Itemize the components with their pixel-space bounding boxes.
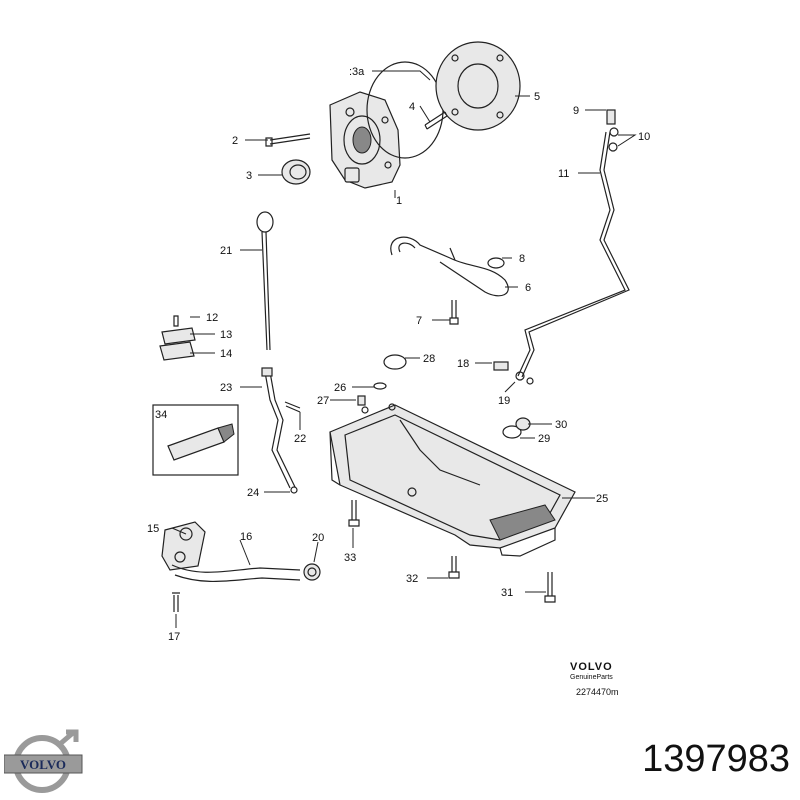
oil-pipe: [517, 131, 626, 377]
stud: [424, 111, 448, 130]
cover-plate: [435, 41, 521, 131]
callout-3: 3: [246, 170, 252, 182]
callout-7: 7: [416, 315, 422, 327]
callout-23: 23: [220, 382, 232, 394]
oil-pan-seal: [383, 354, 407, 370]
hose-bolt: [449, 300, 459, 325]
bolt: [265, 133, 311, 147]
callout-26: 26: [334, 382, 346, 394]
o-ring: [373, 382, 387, 390]
callout-17: 17: [168, 631, 180, 643]
callout-13: 13: [220, 329, 232, 341]
callout-16: 16: [240, 531, 252, 543]
pan-bolt-short: [448, 556, 460, 579]
callout-11: 11: [558, 168, 569, 180]
diagram-code: 2274470m: [576, 687, 619, 697]
callout-4: 4: [409, 101, 415, 113]
sealant-box: [152, 404, 239, 476]
banjo-fitting: [606, 109, 619, 152]
oil-pump-assembly: [329, 91, 401, 189]
callout-31: 31: [501, 587, 513, 599]
leader-lines: [171, 70, 637, 628]
callout-labels: 1 2 3 :3a 4 5 6 7 8 9 10 11 12 13 14 15 …: [147, 66, 650, 643]
pan-bolt: [348, 500, 360, 527]
oil-pan: [329, 403, 576, 557]
callout-9: 9: [573, 105, 579, 117]
callout-24: 24: [247, 487, 259, 499]
callout-21: 21: [220, 245, 232, 257]
callout-5: 5: [534, 91, 540, 103]
brand-subtitle: GenuineParts: [570, 674, 613, 681]
callout-22: 22: [294, 433, 306, 445]
turbo-oil-hose: [390, 236, 509, 297]
callout-30: 30: [555, 419, 567, 431]
dipstick-tube: [264, 371, 296, 489]
callout-6: 6: [525, 282, 531, 294]
brand-name: VOLVO: [570, 661, 613, 673]
pan-bolt-long: [544, 572, 556, 603]
callout-27: 27: [317, 395, 329, 407]
callout-19: 19: [498, 395, 510, 407]
sealant-tube: [167, 423, 235, 461]
callout-12: 12: [206, 312, 218, 324]
part-number: 1397983: [642, 738, 790, 780]
callout-10: 10: [638, 131, 650, 143]
callout-1: 1: [396, 195, 402, 207]
plug: [357, 395, 366, 406]
callout-3a: :3a: [349, 66, 365, 78]
logo-text: VOLVO: [20, 757, 66, 772]
volvo-logo-icon: VOLVO: [4, 729, 83, 793]
callout-14: 14: [220, 348, 232, 360]
callout-28: 28: [423, 353, 435, 365]
callout-15: 15: [147, 523, 159, 535]
pipe-fitting-bottom: [493, 361, 534, 385]
dipstick: [256, 211, 274, 351]
callout-34: 34: [155, 409, 167, 421]
callout-33: 33: [344, 552, 356, 564]
callout-20: 20: [312, 532, 324, 544]
callout-29: 29: [538, 433, 550, 445]
pipe-clamp: [159, 315, 196, 361]
callout-32: 32: [406, 573, 418, 585]
callout-18: 18: [457, 358, 469, 370]
oil-seal: [281, 159, 311, 185]
hose-clip: [487, 257, 505, 269]
callout-25: 25: [596, 493, 608, 505]
oil-return-pipe: [161, 521, 321, 612]
callout-2: 2: [232, 135, 238, 147]
brand-block: VOLVO GenuineParts 2274470m: [570, 661, 619, 697]
drain-plug: [502, 417, 531, 439]
callout-8: 8: [519, 253, 525, 265]
